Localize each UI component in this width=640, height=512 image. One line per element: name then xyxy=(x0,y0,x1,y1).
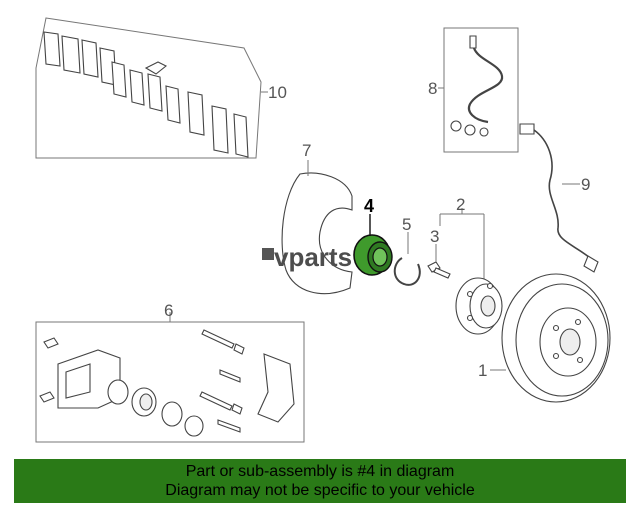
brake-pad-set-group[interactable]: 10 xyxy=(35,17,287,159)
hub-bearing-part[interactable]: 4 xyxy=(353,196,393,276)
info-banner: Part or sub-assembly is #4 in diagram Di… xyxy=(14,459,626,503)
hub-bolt-part[interactable]: 3 xyxy=(427,227,451,279)
callout-4: 4 xyxy=(364,196,374,216)
banner-line-1: Part or sub-assembly is #4 in diagram xyxy=(185,463,455,480)
callout-8: 8 xyxy=(428,79,437,98)
caliper-group[interactable]: 6 xyxy=(35,301,305,443)
abs-sensor-group[interactable]: 9 xyxy=(519,123,599,273)
brake-hose-group[interactable]: 8 xyxy=(428,27,519,153)
splash-shield-group[interactable]: 7 xyxy=(281,141,353,295)
callout-6: 6 xyxy=(164,301,173,320)
vparts-logo: vparts xyxy=(262,242,352,272)
callout-2: 2 xyxy=(456,195,465,214)
callout-1: 1 xyxy=(478,361,487,380)
watermark-text: vparts xyxy=(274,242,352,272)
wheel-hub-part[interactable]: 2 xyxy=(439,195,503,335)
callout-5: 5 xyxy=(402,215,411,234)
callout-9: 9 xyxy=(581,175,590,194)
brake-rotor-part[interactable]: 1 xyxy=(478,273,611,403)
callout-7: 7 xyxy=(302,141,311,160)
callout-10: 10 xyxy=(268,83,287,102)
parts-diagram: 10 8 9 7 4 vparts xyxy=(35,17,611,443)
callout-3: 3 xyxy=(430,227,439,246)
snap-ring-part[interactable]: 5 xyxy=(393,215,421,286)
banner-line-2: Diagram may not be specific to your vehi… xyxy=(165,482,475,499)
